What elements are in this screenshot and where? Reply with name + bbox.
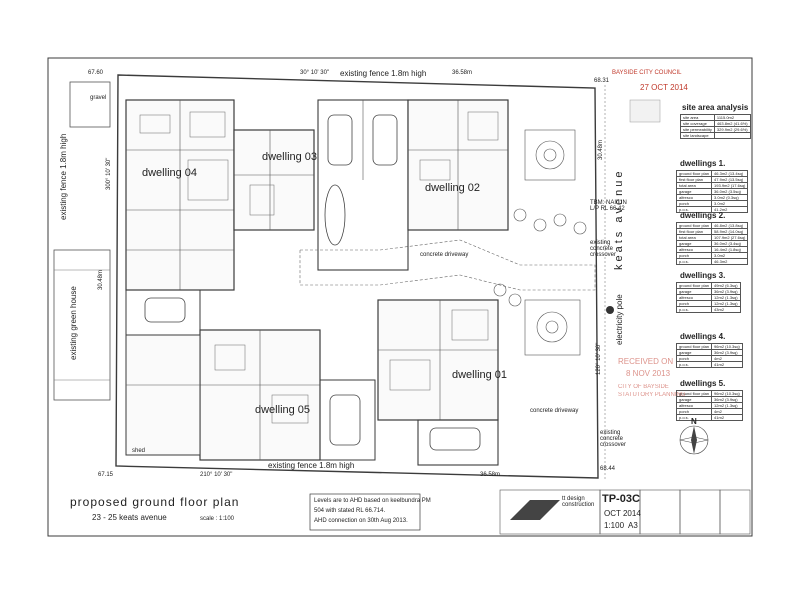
electricity-pole-marker <box>606 306 614 314</box>
dwellings-2-heading: dwellings 2. <box>680 211 726 220</box>
fence-bottom-label: existing fence 1.8m high <box>268 461 355 470</box>
dwellings-4-heading: dwellings 4. <box>680 332 726 341</box>
angle-left: 300° 10' 30" <box>106 157 112 190</box>
site-area-heading: site area analysis <box>682 103 749 112</box>
dwelling-05-label: dwelling 05 <box>255 404 311 416</box>
dwelling-05-plan <box>199 329 321 461</box>
dim-bottom-left: 67.15 <box>98 472 114 478</box>
compass <box>679 425 709 455</box>
bottom-left-rooms <box>125 289 201 456</box>
dim-top: 36.58m <box>452 70 473 76</box>
dim-bottom: 36.58m <box>480 472 501 478</box>
central-driveway <box>299 239 596 291</box>
green-house-outline <box>53 249 111 401</box>
fence-left-label: existing fence 1.8m high <box>59 133 68 220</box>
dwellings-3-heading: dwellings 3. <box>680 271 726 280</box>
garage-dwelling-01 <box>417 419 499 466</box>
dwelling-01-label: dwelling 01 <box>452 369 508 381</box>
notes-box-frame <box>309 493 421 531</box>
sheet-border <box>47 57 753 537</box>
dim-right-top: 68.31 <box>594 78 610 84</box>
stamp-box <box>629 99 661 123</box>
table-row: p.o.s.43m2 <box>675 306 741 313</box>
table-row: p.o.s.41m2 <box>675 414 743 421</box>
plan-title: proposed ground floor plan <box>70 495 240 509</box>
drawing-number: TP-03C <box>602 493 640 505</box>
existing-crossover-label-2: existing concrete crossover <box>600 430 627 448</box>
existing-crossover-label: existing concrete crossover <box>590 240 617 258</box>
gravel-label: gravel <box>90 95 107 101</box>
site-boundary <box>115 74 599 479</box>
table-row: p.o.s.41m2 <box>675 361 743 368</box>
dwelling-04-plan <box>125 99 235 291</box>
dim-bottom-right: 68.44 <box>600 466 616 472</box>
notes-line-2: 504 with stated RL 66.714. <box>314 508 386 514</box>
electricity-pole-label: electricity pole <box>615 294 624 345</box>
company-logo <box>510 500 560 520</box>
notes-line-1: Levels are to AHD based on keelbundra PM <box>314 498 431 504</box>
received-date-stamp: 8 NOV 2013 <box>626 369 671 378</box>
dwellings-1-heading: dwellings 1. <box>680 159 726 168</box>
garage-bottom-centre <box>319 379 376 461</box>
neighbour-shed <box>69 81 111 128</box>
table-row: site landscape <box>680 132 751 139</box>
concrete-driveway-label: concrete driveway <box>420 252 469 258</box>
date-stamp: 27 OCT 2014 <box>640 83 688 92</box>
garage-top-centre <box>317 99 409 271</box>
table-row: p.o.s.46.3m2 <box>675 258 749 265</box>
angle-bottom: 210° 10' 30" <box>200 472 233 478</box>
concrete-driveway-label-2: concrete driveway <box>530 408 579 414</box>
dwelling-01-plan <box>377 299 499 421</box>
dim-top-left: 67.60 <box>88 70 104 76</box>
dwellings-5-heading: dwellings 5. <box>680 379 726 388</box>
received-stamp: RECEIVED ON <box>618 357 674 366</box>
green-house-label: existing green house <box>69 286 78 360</box>
drawing-scale: 1:100 <box>604 521 625 530</box>
angle-right: 120° 10' 30" <box>596 342 602 375</box>
tbm-label: TBM: NAIL IN L/P RL 66.42 <box>590 200 627 212</box>
city-stamp: CITY OF BAYSIDE <box>618 384 669 390</box>
paper-size: A3 <box>628 521 638 530</box>
dwelling-02-plan <box>407 99 509 231</box>
dim-left-mid: 30.48m <box>98 269 104 290</box>
dwelling-03-label: dwelling 03 <box>262 151 318 163</box>
plan-scale-label: scale : 1:100 <box>200 516 235 522</box>
fence-top-label: existing fence 1.8m high <box>340 69 427 78</box>
council-stamp: BAYSIDE CITY COUNCIL <box>612 70 682 76</box>
dim-right-mid: 30.48m <box>598 139 604 160</box>
angle-top: 30° 10' 30" <box>300 70 330 76</box>
shed-label: shed <box>132 448 146 454</box>
notes-line-3: AHD connection on 30th Aug 2013. <box>314 518 408 524</box>
date-frame <box>639 489 681 535</box>
plan-address: 23 - 25 keats avenue <box>92 513 167 522</box>
table-row: p.o.s.41.2m2 <box>675 206 749 213</box>
dwelling-04-label: dwelling 04 <box>142 167 198 179</box>
statutory-stamp: STATUTORY PLANNING <box>618 392 686 398</box>
dwelling-03-plan <box>233 129 315 231</box>
company-name: tt design construction <box>562 496 595 508</box>
compass-north-label: N <box>691 417 697 426</box>
drawing-date: OCT 2014 <box>604 509 641 518</box>
dwelling-02-label: dwelling 02 <box>425 182 481 194</box>
landscaping-right <box>493 129 587 356</box>
